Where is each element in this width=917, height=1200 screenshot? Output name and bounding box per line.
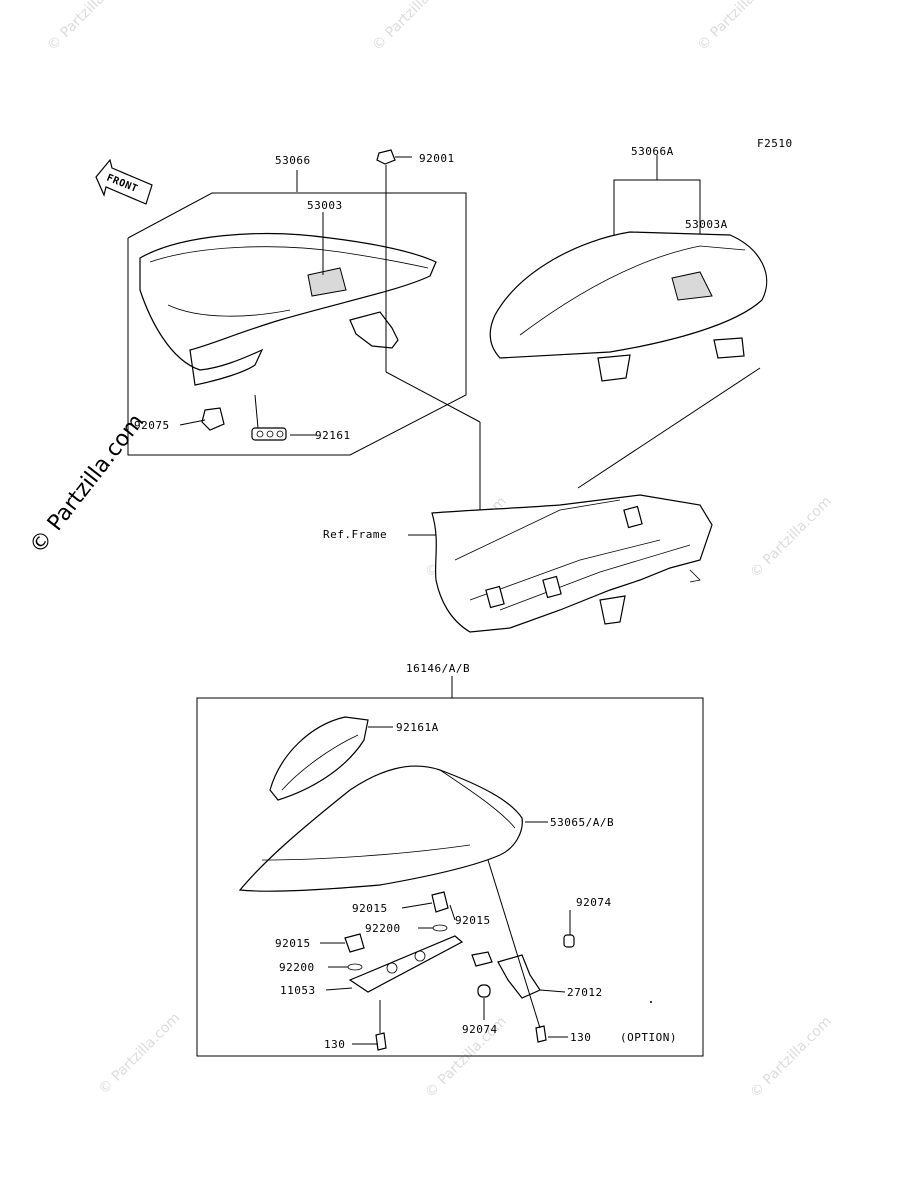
- part-92015-shape: [344, 933, 365, 953]
- label-53066A: 53066A: [631, 145, 674, 158]
- label-92015: 92015: [275, 937, 311, 950]
- watermark-tile: © Partzilla.com: [369, 0, 457, 54]
- part-11053-shape: [348, 935, 464, 993]
- label-53066: 53066: [275, 154, 311, 167]
- label-16146: 16146/A/B: [406, 662, 470, 675]
- part-92074-shape: [563, 934, 575, 948]
- label-92161: 92161: [315, 429, 351, 442]
- ref-frame-group: [408, 494, 713, 633]
- label-92015: 92015: [352, 902, 388, 915]
- part-130-shape: [535, 1025, 547, 1043]
- label-130: 130: [324, 1038, 345, 1051]
- label-option: (OPTION): [620, 1031, 677, 1044]
- part-130-shape: [375, 1032, 387, 1051]
- part-92001-shape: [376, 149, 396, 165]
- label-92015: 92015: [455, 914, 491, 927]
- seat-cover-group: [489, 155, 768, 489]
- watermark-tile: © Partzilla.com: [694, 0, 782, 54]
- watermark-side: © Partzilla.com: [25, 410, 149, 559]
- label-53003: 53003: [307, 199, 343, 212]
- watermark-tile: © Partzilla.com: [747, 1014, 835, 1102]
- part-92075-shape: [201, 407, 225, 431]
- watermark-tile: © Partzilla.com: [44, 0, 132, 54]
- watermark-tile: © Partzilla.com: [96, 1010, 184, 1098]
- watermark-tile: © Partzilla.com: [747, 494, 835, 582]
- part-92015-shape: [431, 891, 449, 913]
- label-53065: 53065/A/B: [550, 816, 614, 829]
- label-92200: 92200: [279, 961, 315, 974]
- option-kit-group: [196, 676, 704, 1057]
- label-92001: 92001: [419, 152, 455, 165]
- label-92161A: 92161A: [396, 721, 439, 734]
- label-130: 130: [570, 1031, 591, 1044]
- label-27012: 27012: [567, 986, 603, 999]
- label-92074: 92074: [576, 896, 612, 909]
- label-92200: 92200: [365, 922, 401, 935]
- label-53003A: 53003A: [685, 218, 728, 231]
- label-ref-frame: Ref.Frame: [323, 528, 387, 541]
- label-92075: 92075: [134, 419, 170, 432]
- part-92015-shape: [471, 951, 493, 967]
- main-seat-group: [127, 149, 481, 560]
- diagram-code: F2510: [757, 137, 793, 150]
- front-arrow-icon: FRONT: [95, 158, 153, 205]
- label-92074: 92074: [462, 1023, 498, 1036]
- part-92074-shape: [477, 984, 491, 998]
- label-11053: 11053: [280, 984, 316, 997]
